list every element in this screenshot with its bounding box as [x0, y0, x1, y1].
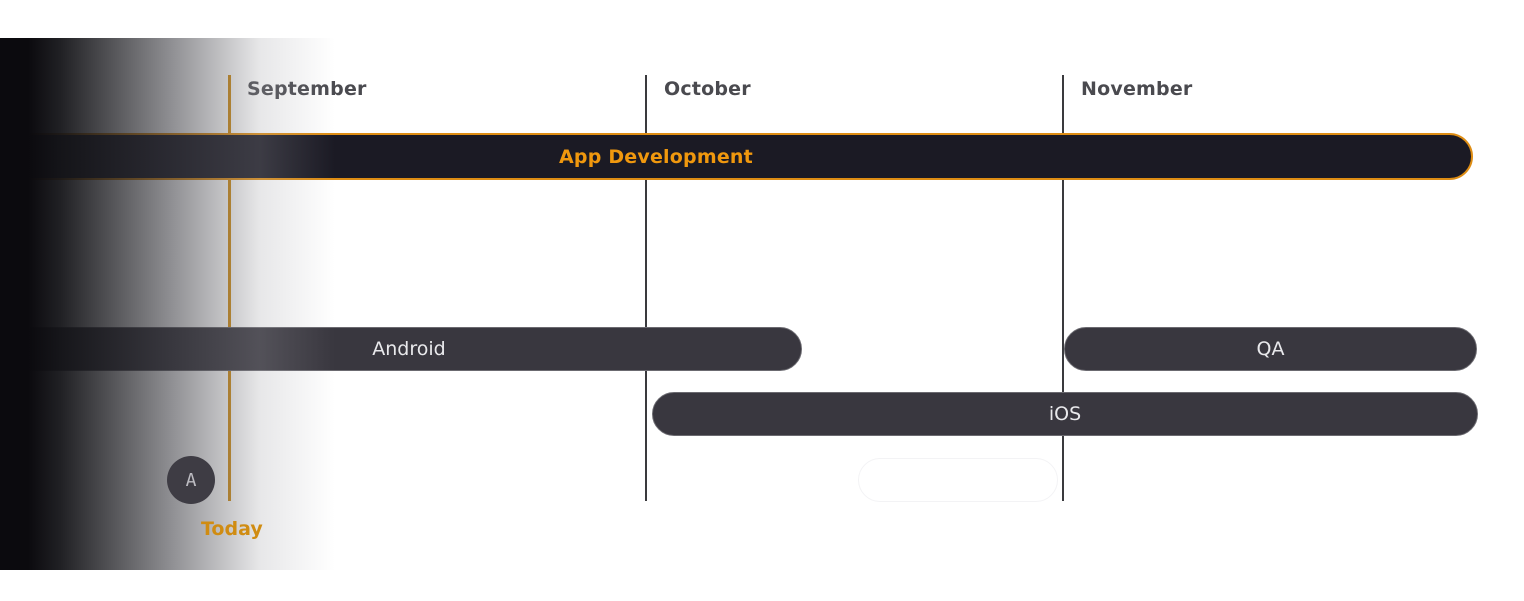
october-gridline [645, 75, 647, 501]
drop-placeholder [858, 458, 1058, 502]
task-bar-label: QA [1256, 338, 1285, 360]
avatar-initial: A [185, 469, 197, 491]
task-bar-qa[interactable]: QA [1064, 327, 1477, 371]
task-bar-label: iOS [1048, 403, 1082, 425]
month-label-september: September [247, 78, 367, 100]
task-bar-android[interactable]: Android [0, 327, 802, 371]
november-gridline [1062, 75, 1064, 501]
month-label-october: October [664, 78, 751, 100]
month-label-november: November [1081, 78, 1193, 100]
avatar[interactable]: A [167, 456, 215, 504]
today-label: Today [201, 518, 263, 540]
task-bar-app-development[interactable]: App Development [0, 133, 1473, 180]
task-bar-label: App Development [559, 145, 753, 168]
task-bar-ios[interactable]: iOS [652, 392, 1478, 436]
task-bar-label: Android [372, 338, 446, 360]
